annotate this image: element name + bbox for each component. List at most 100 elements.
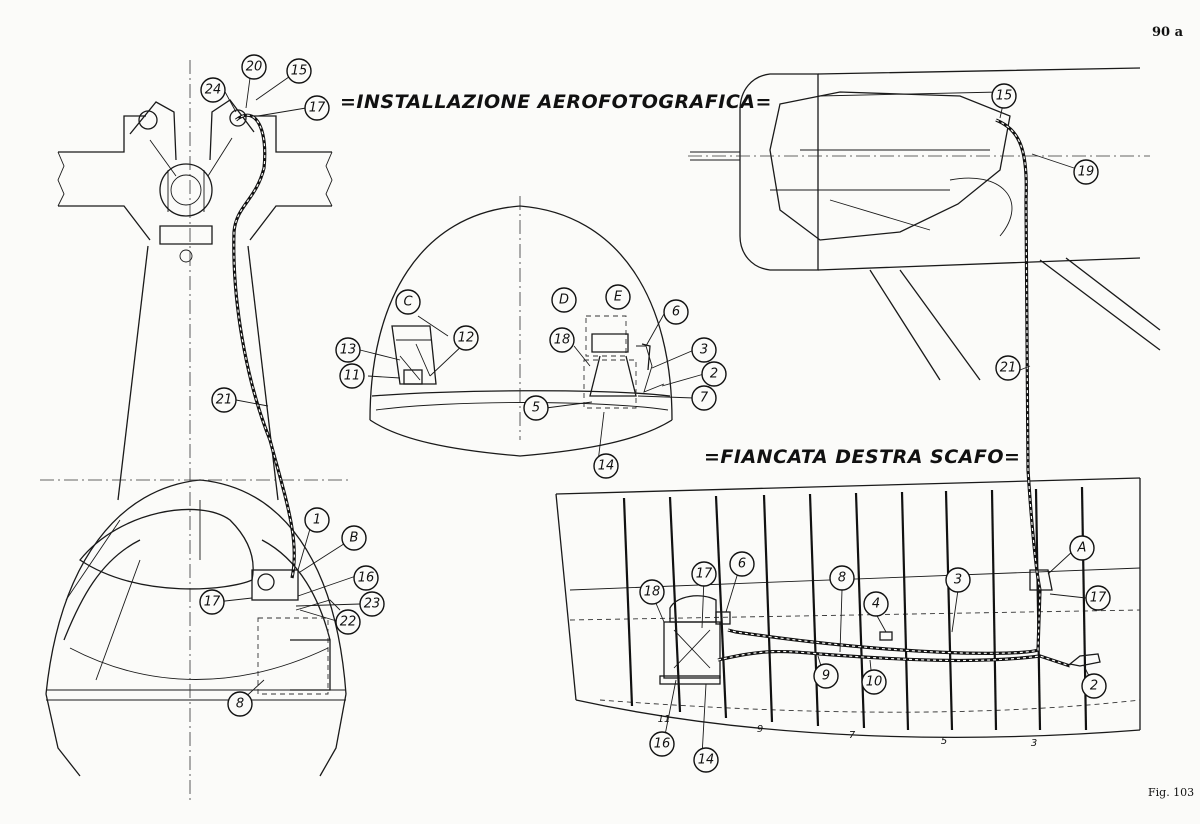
callout: 16 bbox=[353, 565, 379, 591]
front-view bbox=[40, 60, 361, 800]
svg-text:15: 15 bbox=[996, 89, 1013, 104]
callout: 15 bbox=[991, 83, 1017, 109]
cross-section-callouts: C 12 13 11 D E 6 18 3 2 5 7 14 bbox=[335, 284, 727, 479]
front-view-callouts: 20 15 24 17 21 1 B 16 17 23 22 8 bbox=[199, 54, 385, 717]
svg-text:10: 10 bbox=[866, 675, 883, 690]
callout: 21 bbox=[211, 387, 237, 413]
svg-text:3: 3 bbox=[700, 343, 708, 358]
svg-text:A: A bbox=[1077, 541, 1087, 556]
callout: 13 bbox=[335, 337, 361, 363]
title-installation: =INSTALLAZIONE AEROFOTOGRAFICA= bbox=[340, 91, 772, 113]
callout: 1 bbox=[304, 507, 330, 533]
svg-text:1: 1 bbox=[313, 513, 321, 528]
svg-text:2: 2 bbox=[710, 367, 718, 382]
frame-number: 9 bbox=[757, 724, 763, 735]
callout: 17 bbox=[691, 561, 717, 587]
svg-text:E: E bbox=[614, 290, 623, 305]
callout: 3 bbox=[945, 567, 971, 593]
callout: 20 bbox=[241, 54, 267, 80]
svg-text:7: 7 bbox=[700, 391, 709, 406]
callout: 3 bbox=[691, 337, 717, 363]
callout: 19 bbox=[1073, 159, 1099, 185]
frame-number: 7 bbox=[849, 730, 856, 741]
svg-text:6: 6 bbox=[738, 557, 746, 572]
callout: 12 bbox=[453, 325, 479, 351]
svg-text:17: 17 bbox=[696, 567, 713, 582]
callout: 2 bbox=[1081, 673, 1107, 699]
callout: 4 bbox=[863, 591, 889, 617]
svg-text:14: 14 bbox=[698, 753, 715, 768]
svg-text:B: B bbox=[350, 531, 359, 546]
side-view bbox=[555, 67, 1161, 757]
callout: 2 bbox=[701, 361, 727, 387]
callout: 5 bbox=[523, 395, 549, 421]
cross-section-view bbox=[359, 196, 705, 463]
svg-text:2: 2 bbox=[1090, 679, 1098, 694]
callout: 17 bbox=[1085, 585, 1111, 611]
svg-text:D: D bbox=[559, 293, 569, 308]
callout: 6 bbox=[729, 551, 755, 577]
svg-text:8: 8 bbox=[838, 571, 846, 586]
callout: 18 bbox=[549, 327, 575, 353]
callout: 7 bbox=[691, 385, 717, 411]
svg-text:23: 23 bbox=[364, 597, 381, 612]
callout: 17 bbox=[304, 95, 330, 121]
callout: 9 bbox=[813, 663, 839, 689]
callout: 10 bbox=[861, 669, 887, 695]
svg-text:22: 22 bbox=[340, 615, 357, 630]
svg-text:4: 4 bbox=[872, 597, 880, 612]
callout: 14 bbox=[693, 747, 719, 773]
callout: 14 bbox=[593, 453, 619, 479]
callout: D bbox=[551, 287, 577, 313]
callout: 8 bbox=[227, 691, 253, 717]
callout: 22 bbox=[335, 609, 361, 635]
callout: 16 bbox=[649, 731, 675, 757]
svg-text:18: 18 bbox=[644, 585, 661, 600]
page-number: 90 a bbox=[1152, 25, 1184, 40]
callout: C bbox=[395, 289, 421, 315]
svg-text:C: C bbox=[403, 295, 413, 310]
svg-text:13: 13 bbox=[340, 343, 357, 358]
svg-text:12: 12 bbox=[458, 331, 475, 346]
svg-text:8: 8 bbox=[236, 697, 244, 712]
svg-text:24: 24 bbox=[205, 83, 222, 98]
svg-text:15: 15 bbox=[291, 64, 308, 79]
frame-numbers: 9 7 5 3 bbox=[757, 724, 1037, 749]
svg-text:14: 14 bbox=[598, 459, 615, 474]
callout: 17 bbox=[199, 589, 225, 615]
callout: E bbox=[605, 284, 631, 310]
callout: 11 bbox=[339, 363, 365, 389]
frame-number: 3 bbox=[1031, 738, 1037, 749]
plain-label: 11 bbox=[658, 714, 671, 725]
svg-text:16: 16 bbox=[654, 737, 671, 752]
title-right-hull-side: =FIANCATA DESTRA SCAFO= bbox=[704, 446, 1020, 468]
callout: 21 bbox=[995, 355, 1021, 381]
svg-text:5: 5 bbox=[532, 401, 540, 416]
svg-text:18: 18 bbox=[554, 333, 571, 348]
callout: 6 bbox=[663, 299, 689, 325]
svg-text:3: 3 bbox=[954, 573, 962, 588]
callout: A bbox=[1069, 535, 1095, 561]
callout: 15 bbox=[286, 58, 312, 84]
svg-text:21: 21 bbox=[216, 393, 233, 408]
svg-text:11: 11 bbox=[344, 369, 361, 384]
svg-text:17: 17 bbox=[1090, 591, 1107, 606]
svg-text:19: 19 bbox=[1078, 165, 1095, 180]
frame-number: 5 bbox=[941, 736, 947, 747]
callout: 8 bbox=[829, 565, 855, 591]
svg-text:17: 17 bbox=[204, 595, 221, 610]
side-view-callouts: 15 19 21 A 17 3 4 8 6 17 18 9 10 2 16 14… bbox=[639, 83, 1111, 773]
callout: 24 bbox=[200, 77, 226, 103]
svg-text:9: 9 bbox=[822, 669, 830, 684]
callout: 23 bbox=[359, 591, 385, 617]
svg-text:20: 20 bbox=[246, 60, 263, 75]
figure-label: Fig. 103 bbox=[1148, 786, 1194, 799]
svg-text:6: 6 bbox=[672, 305, 680, 320]
svg-text:16: 16 bbox=[358, 571, 375, 586]
callout: B bbox=[341, 525, 367, 551]
svg-text:17: 17 bbox=[309, 101, 326, 116]
svg-text:21: 21 bbox=[1000, 361, 1017, 376]
callout: 18 bbox=[639, 579, 665, 605]
